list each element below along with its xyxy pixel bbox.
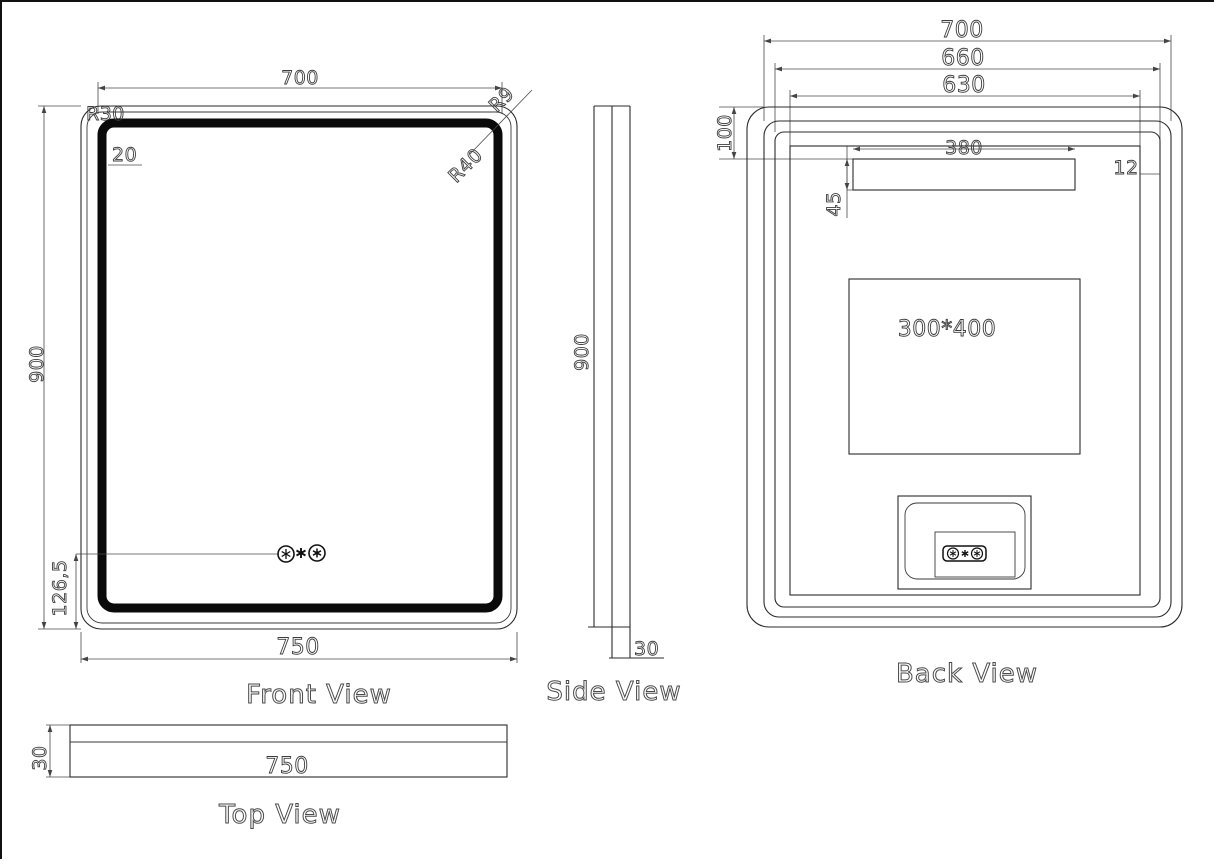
back-plate-size-label: 300*400 — [898, 317, 996, 342]
back-strip-drop-dim: 45 — [823, 191, 845, 216]
front-inset-callout: 20 — [108, 144, 142, 166]
control-box-switch-plate — [934, 531, 1016, 578]
back-panel-630 — [789, 145, 1141, 596]
front-mirror-bevel-line — [86, 111, 512, 624]
back-view: 700 660 630 100 380 12 45 300*400 — [714, 18, 1183, 690]
front-width-top-dim: 700 — [281, 67, 319, 89]
control-box-inner-rounded — [904, 502, 1026, 580]
light-button-icon — [277, 545, 295, 563]
sensor-buttons — [277, 544, 326, 563]
front-sensor-offset-dim: 126,5 — [49, 560, 71, 617]
back-view-label: Back View — [896, 659, 1038, 689]
side-view-label: Side View — [546, 677, 681, 707]
front-led-band — [97, 118, 503, 613]
front-corner-leader — [469, 89, 533, 155]
back-control-box — [897, 495, 1032, 590]
back-mirror-outer-edge — [746, 106, 1183, 628]
back-mounting-plate — [848, 278, 1081, 455]
back-frame-700 — [763, 120, 1172, 618]
switch-pill — [942, 545, 987, 562]
back-top-offset-dim: 100 — [714, 114, 736, 152]
back-frame-660 — [774, 131, 1161, 608]
switch-icons — [946, 547, 984, 560]
top-view: 30 750 Top View — [29, 724, 508, 831]
back-led-strip — [852, 158, 1076, 191]
top-thickness-dim: 30 — [29, 745, 51, 770]
front-width-bottom-dim: 750 — [276, 635, 320, 660]
back-right-gap-dim: 12 — [1113, 157, 1138, 179]
power-button-icon — [308, 544, 326, 562]
front-height-dim: 900 — [26, 345, 48, 383]
back-strip-width-dim: 380 — [945, 137, 983, 159]
side-view: 900 30 Side View — [546, 105, 681, 708]
front-extension-lines — [38, 82, 518, 663]
top-profile-outline — [69, 724, 508, 778]
side-height-dim: 900 — [571, 333, 593, 371]
front-corner-r30-label: R30 — [86, 103, 125, 125]
front-corner-r40-label: R40 — [444, 144, 487, 187]
back-width3-dim: 630 — [942, 73, 986, 98]
front-view-label: Front View — [246, 680, 392, 710]
front-view: 700 R30 20 R40 R9 900 126,5 — [26, 67, 533, 711]
control-box-outer — [897, 495, 1032, 590]
back-width1-dim: 700 — [940, 18, 984, 43]
back-width2-dim: 660 — [941, 46, 985, 71]
side-thickness-dim: 30 — [634, 638, 659, 660]
front-mirror-outer-edge — [80, 105, 518, 630]
side-profile — [588, 105, 664, 659]
front-inset-label: 20 — [112, 144, 137, 166]
top-width-dim: 750 — [265, 754, 309, 779]
defog-icon — [296, 548, 306, 558]
top-view-label: Top View — [218, 800, 341, 830]
